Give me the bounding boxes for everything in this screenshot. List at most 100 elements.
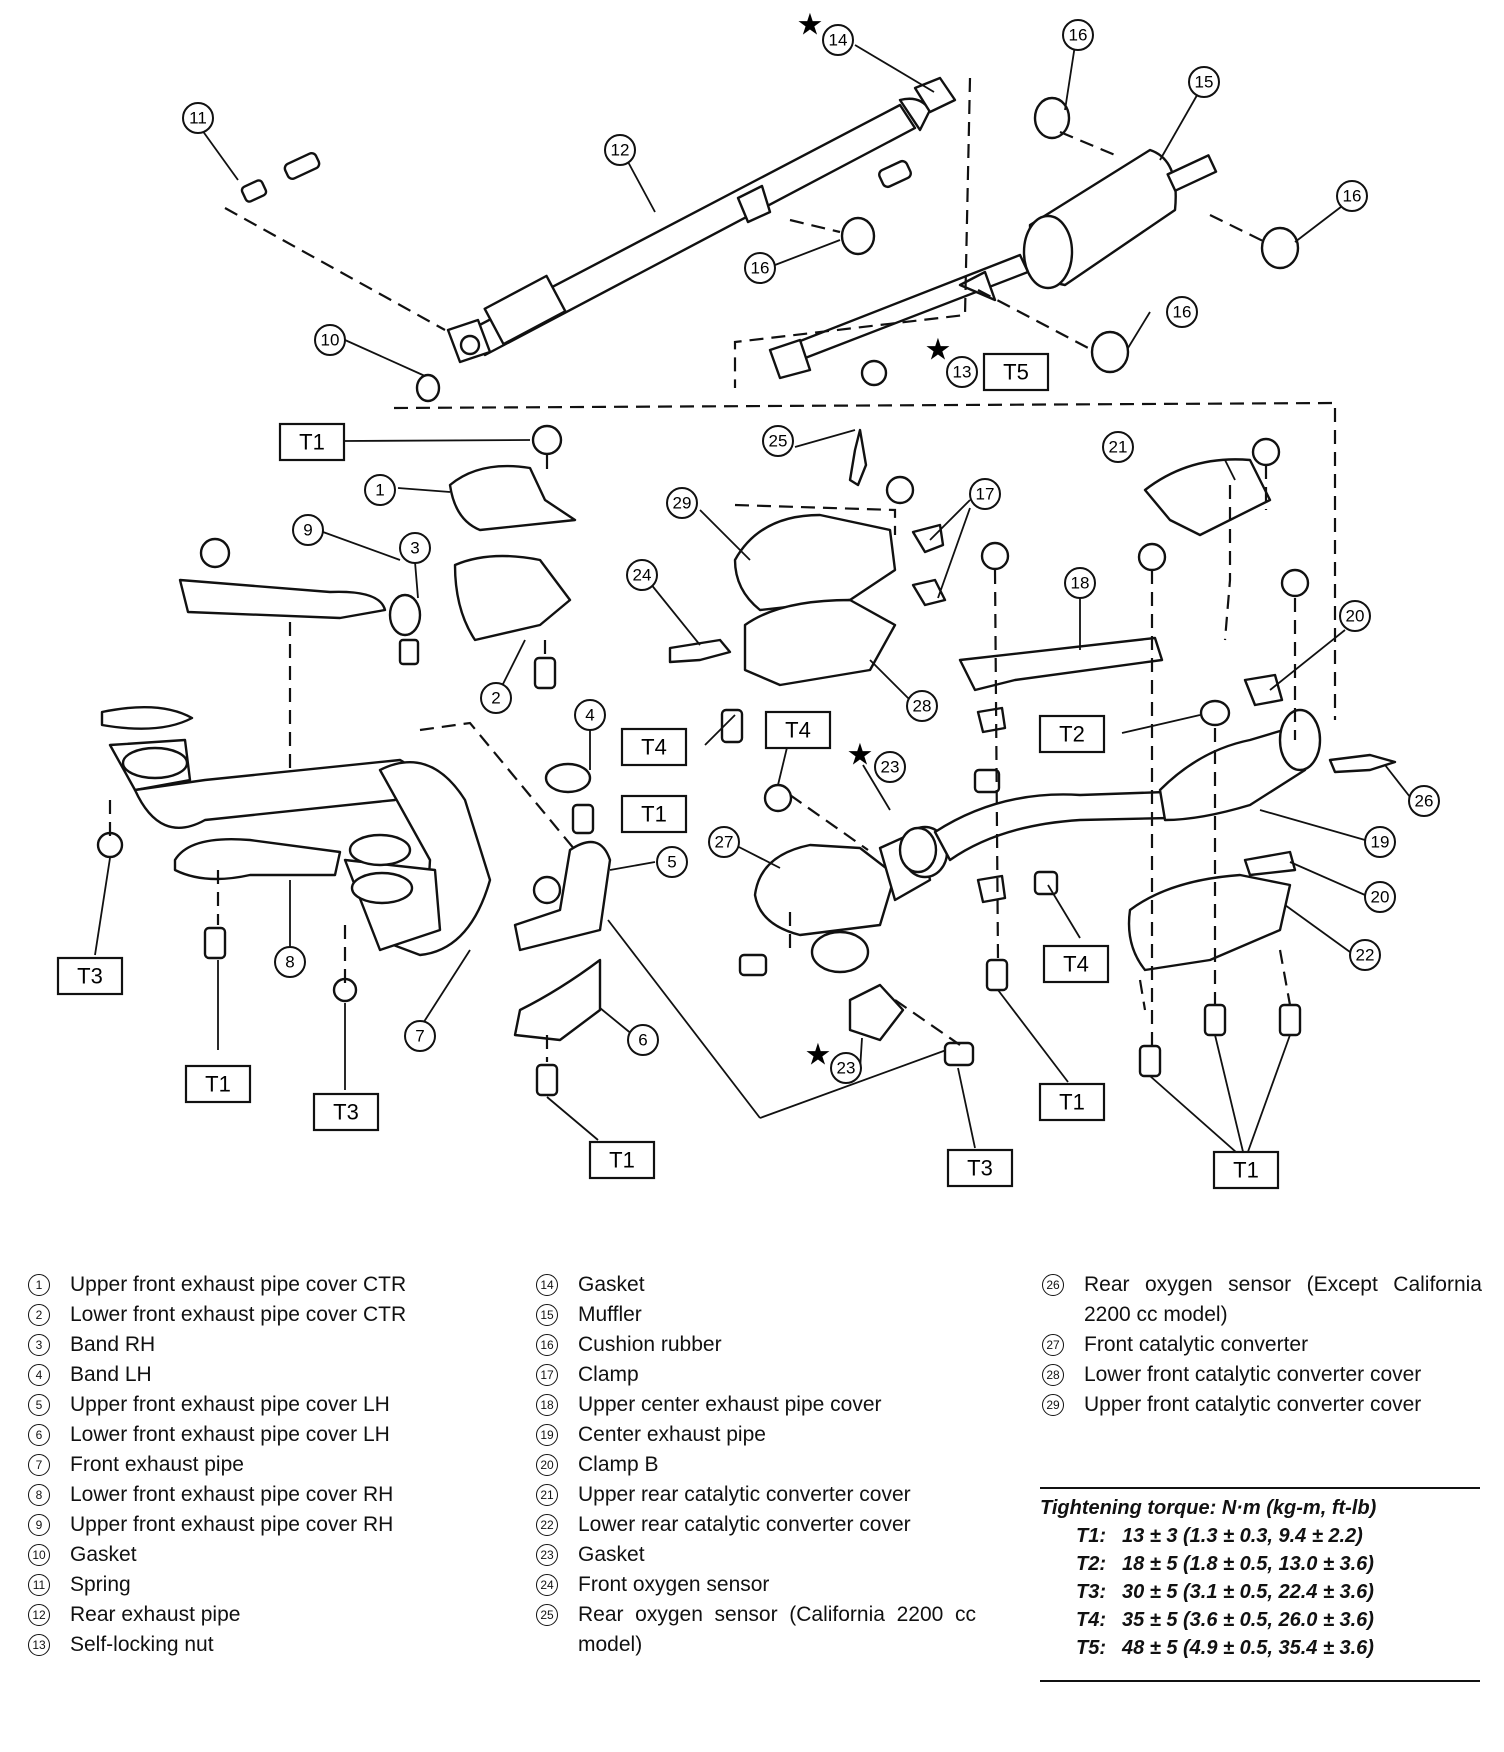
clamp-b-b: [1243, 850, 1297, 877]
svg-text:23: 23: [837, 1059, 856, 1078]
svg-text:27: 27: [715, 833, 734, 852]
svg-text:T1: T1: [1059, 1090, 1085, 1115]
callout-5: 5: [656, 846, 688, 878]
svg-text:T4: T4: [641, 735, 667, 760]
svg-text:8: 8: [285, 953, 294, 972]
clamp-17-b: [911, 578, 947, 607]
torque-row: T3:30 ± 5 (3.1 ± 0.5, 22.4 ± 3.6): [1040, 1578, 1480, 1606]
legend-text: Front catalytic converter: [1084, 1333, 1309, 1356]
legend-text: Upper front exhaust pipe cover CTR: [70, 1273, 407, 1296]
svg-text:21: 21: [1109, 438, 1128, 457]
torque-row: T5:48 ± 5 (4.9 ± 0.5, 35.4 ± 3.6): [1040, 1634, 1480, 1662]
front-exhaust-pipe: [100, 706, 492, 957]
callout-18: 18: [1064, 567, 1096, 599]
star-mark-23b: ★: [805, 1039, 832, 1072]
legend-number: 6: [28, 1424, 50, 1446]
clamp-17-d: [976, 874, 1007, 904]
svg-text:10: 10: [321, 331, 340, 350]
lower-rear-cat-cover: [1127, 873, 1292, 972]
callout-3: 3: [399, 532, 431, 564]
torque-box-t1-a: T1: [278, 422, 346, 462]
clamp-b-a: [1243, 673, 1284, 707]
torque-row: T1:13 ± 3 (1.3 ± 0.3, 9.4 ± 2.2): [1040, 1522, 1480, 1550]
rear-oxygen-sensor-ca: [848, 428, 868, 487]
legend-text: Band RH: [70, 1333, 156, 1356]
torque-box-t1-c: T1: [184, 1064, 252, 1104]
legend-text: Gasket: [70, 1543, 137, 1566]
legend-number: 13: [28, 1634, 50, 1656]
torque-box-t3-c: T3: [946, 1148, 1014, 1188]
clamp-17-c: [976, 706, 1007, 734]
exhaust-system-exploded-diagram: ★ ★ ★ ★ 1 2 3 4 5 6 7 8 9 10 11 12 13 14…: [56, 9, 1440, 1190]
lower-front-pipe-cover-rh: [173, 838, 342, 881]
callout-2: 2: [480, 682, 512, 714]
callout-10: 10: [314, 324, 346, 356]
torque-box-t3-b: T3: [312, 1092, 380, 1132]
rear-exhaust-pipe: [446, 97, 932, 364]
svg-text:T3: T3: [967, 1156, 993, 1181]
rear-oxygen-sensor: [1328, 753, 1397, 774]
legend-text: Front exhaust pipe: [70, 1453, 244, 1476]
center-exhaust-pipe: [933, 708, 1322, 862]
legend-text: Clamp: [578, 1363, 639, 1386]
callout-28: 28: [906, 690, 938, 722]
torque-key: T2:: [1076, 1553, 1106, 1575]
torque-row: T2:18 ± 5 (1.8 ± 0.5, 13.0 ± 3.6): [1040, 1550, 1480, 1578]
torque-rows: T1:13 ± 3 (1.3 ± 0.3, 9.4 ± 2.2)T2:18 ± …: [1040, 1522, 1480, 1662]
legend-number: 11: [28, 1574, 50, 1596]
torque-value: 30 ± 5 (3.1 ± 0.5, 22.4 ± 3.6): [1122, 1581, 1374, 1603]
callout-21: 21: [1102, 431, 1134, 463]
callout-16c: 16: [744, 252, 776, 284]
torque-box-t1-d: T1: [588, 1140, 656, 1180]
spring: [240, 152, 321, 203]
legend-text: Cushion rubber: [578, 1333, 722, 1356]
gasket-23-a: [898, 826, 938, 874]
legend-number: 8: [28, 1484, 50, 1506]
callout-23b: 23: [830, 1052, 862, 1084]
legend-text: Upper center exhaust pipe cover: [578, 1393, 882, 1416]
legend-number: 20: [536, 1454, 558, 1476]
svg-text:T4: T4: [785, 718, 811, 743]
torque-value: 35 ± 5 (3.6 ± 0.5, 26.0 ± 3.6): [1122, 1609, 1374, 1631]
callout-15: 15: [1188, 66, 1220, 98]
legend-number: 18: [536, 1394, 558, 1416]
svg-text:9: 9: [303, 521, 312, 540]
svg-text:26: 26: [1415, 792, 1434, 811]
legend-number: 5: [28, 1394, 50, 1416]
legend-number: 27: [1042, 1334, 1064, 1356]
svg-text:T1: T1: [1233, 1158, 1259, 1183]
cushion-rubber-b: [1260, 226, 1300, 270]
legend-text: Rear oxygen sensor (California 2200 cc m…: [578, 1603, 976, 1656]
svg-text:20: 20: [1346, 607, 1365, 626]
lower-front-pipe-cover-ctr: [453, 554, 572, 642]
svg-text:15: 15: [1195, 73, 1214, 92]
svg-text:16: 16: [1173, 303, 1192, 322]
legend-text: Band LH: [70, 1363, 152, 1386]
legend-text: Lower front catalytic converter cover: [1084, 1363, 1422, 1386]
legend-text: Rear exhaust pipe: [70, 1603, 241, 1626]
torque-key: T5:: [1076, 1637, 1106, 1659]
svg-text:16: 16: [1343, 187, 1362, 206]
torque-box-t4-b: T4: [764, 710, 832, 750]
svg-text:3: 3: [410, 539, 419, 558]
callout-11: 11: [182, 102, 214, 134]
callout-24: 24: [626, 559, 658, 591]
legend-number: 2: [28, 1304, 50, 1326]
torque-key: T4:: [1076, 1609, 1106, 1631]
svg-text:16: 16: [751, 259, 770, 278]
svg-text:4: 4: [585, 706, 594, 725]
svg-text:T3: T3: [77, 964, 103, 989]
callout-1: 1: [364, 474, 396, 506]
torque-key: T1:: [1076, 1525, 1106, 1547]
